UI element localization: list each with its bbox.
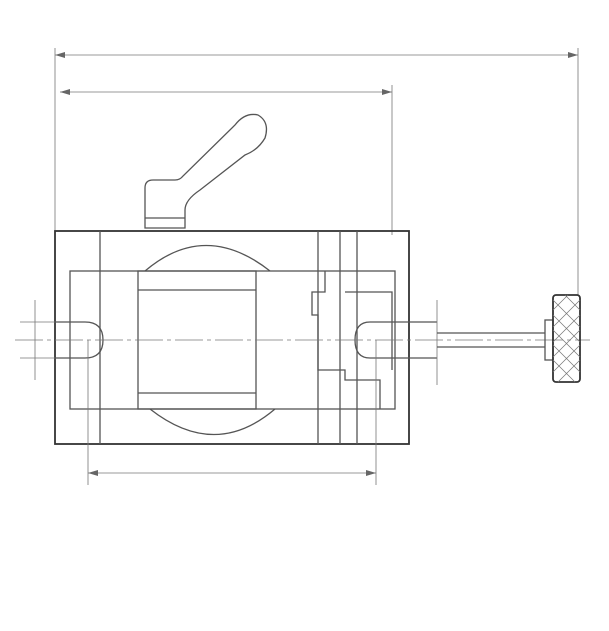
body-width-dimension [60,85,393,235]
clamp-lever [144,113,268,229]
knurled-knob [544,294,581,383]
clamp-body [54,230,410,445]
bore-spacing-dimension [87,340,377,485]
right-bore [354,300,438,385]
overall-width-dimension [54,48,579,295]
screw-shaft [437,332,545,348]
